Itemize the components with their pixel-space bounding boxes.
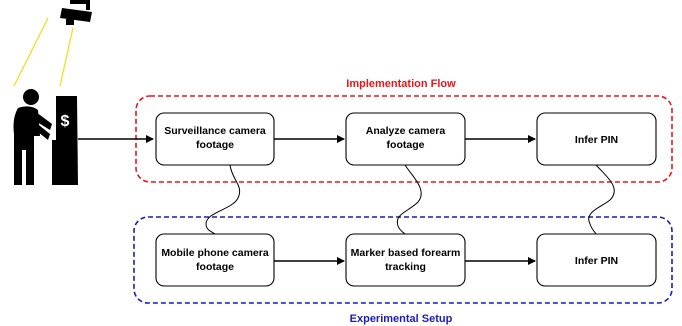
implementation-step-3: Infer PIN xyxy=(536,112,657,166)
camera-ray-left xyxy=(13,17,49,87)
implementation-step-2: Analyze camera footage xyxy=(345,112,466,166)
experimental-step-2: Marker based forearm tracking xyxy=(345,233,466,287)
step-label-line2: footage xyxy=(196,139,234,151)
experimental-setup-frame xyxy=(133,216,673,304)
connector-wave-3 xyxy=(588,164,615,235)
step-label-line1: Infer PIN xyxy=(575,134,618,146)
step-label-line1: Mobile phone camera xyxy=(161,247,269,259)
step-label-line1: Infer PIN xyxy=(575,255,618,267)
dollar-sign: $ xyxy=(61,113,70,130)
step-label-line1: Marker based forearm xyxy=(351,247,461,259)
implementation-flow-title: Implementation Flow xyxy=(346,78,456,90)
atm-machine-icon: $ xyxy=(52,96,78,185)
camera-ray-right xyxy=(59,27,74,87)
step-label-line1: Analyze camera xyxy=(366,125,446,137)
experimental-setup-title: Experimental Setup xyxy=(350,313,453,325)
surveillance-camera-icon xyxy=(60,0,92,25)
implementation-step-1: Surveillance camera footage xyxy=(155,112,275,166)
experimental-step-1: Mobile phone camera footage xyxy=(155,233,275,287)
experimental-step-3: Infer PIN xyxy=(536,233,657,287)
connector-wave-2 xyxy=(396,164,422,235)
step-label-line2: footage xyxy=(196,261,234,273)
step-label-line2: tracking xyxy=(385,261,426,273)
step-label-line2: footage xyxy=(387,139,425,151)
step-label-line1: Surveillance camera xyxy=(164,125,266,137)
person-at-atm-icon xyxy=(13,89,52,185)
connector-wave-1 xyxy=(205,164,241,235)
